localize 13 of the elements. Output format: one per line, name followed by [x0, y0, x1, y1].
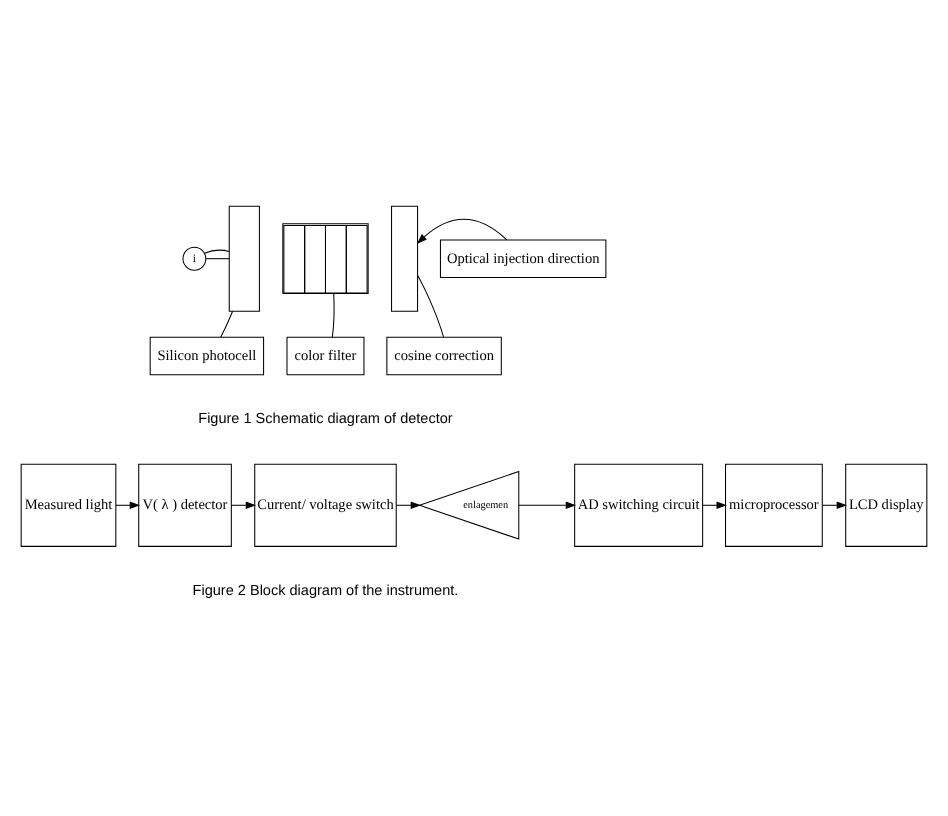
node-box [228, 205, 260, 312]
connector [220, 311, 234, 338]
arrow [416, 218, 508, 244]
arrow [115, 501, 141, 509]
connector [331, 293, 335, 338]
arrow [822, 501, 848, 509]
connector [204, 249, 230, 254]
node-box [391, 205, 419, 312]
connector [417, 274, 445, 338]
arrow [396, 501, 422, 509]
arrow [230, 501, 257, 509]
arrow [518, 501, 577, 509]
connector [205, 258, 230, 260]
